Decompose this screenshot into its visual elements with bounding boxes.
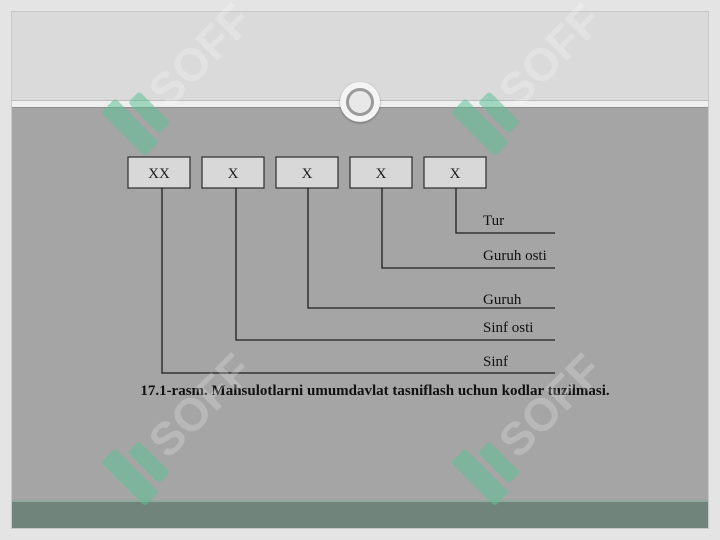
level-label-sinf-osti: Sinf osti [483,320,533,336]
connector-tur [455,188,555,234]
code-box-5: X [423,156,487,189]
code-box-1-label: XX [148,166,170,182]
code-box-2-label: X [228,166,239,182]
code-box-1: XX [127,156,191,189]
code-box-5-label: X [450,166,461,182]
code-box-3-label: X [302,166,313,182]
code-box-4-label: X [376,166,387,182]
code-box-4: X [349,156,413,189]
level-label-guruh: Guruh [483,292,522,308]
level-label-tur: Tur [483,213,504,229]
connector-guruh-osti [381,188,555,269]
figure-caption: 17.1-rasm. Mahsulotlarni umumdavlat tasn… [140,383,610,399]
code-box-3: X [275,156,339,189]
connector-guruh [307,188,555,309]
code-box-2: X [201,156,265,189]
connector-sinf-osti [235,188,555,341]
level-label-guruh-osti: Guruh osti [483,248,547,264]
header-knob-ornament [340,82,380,122]
level-label-sinf: Sinf [483,354,508,370]
